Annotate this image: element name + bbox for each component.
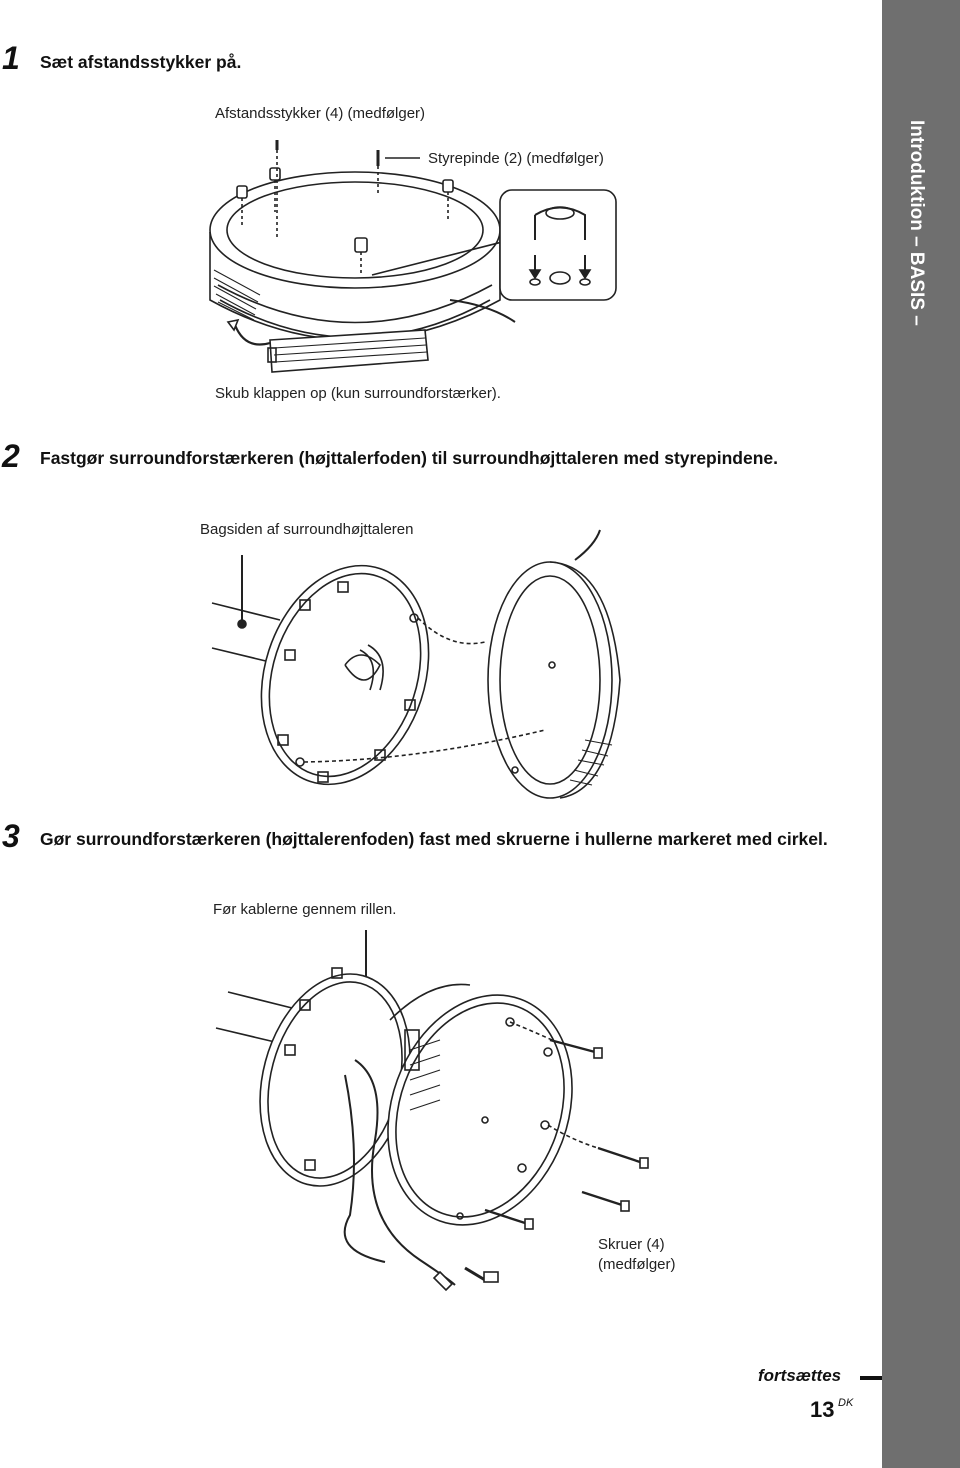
step-3-number: 3 xyxy=(2,818,20,854)
amplifier-figure-1 xyxy=(209,140,617,373)
continue-text: fortsættes xyxy=(758,1366,842,1385)
screws-label-line2: (medfølger) xyxy=(598,1256,676,1273)
step-1-text: Sæt afstandsstykker på. xyxy=(40,52,242,72)
push-arrow xyxy=(233,324,271,346)
spacers-label: Afstandsstykker (4) (medfølger) xyxy=(215,105,426,122)
screw-figure-3 xyxy=(215,930,649,1292)
back-side-label: Bagsiden af surroundhøjttaleren xyxy=(200,521,414,538)
page-number: 13 xyxy=(810,1397,835,1422)
step-3-text: Gør surroundforstærkeren (højttalerenfod… xyxy=(40,829,828,849)
attach-figure-2 xyxy=(211,529,621,799)
step-2-text: Fastgør surroundforstærkeren (højttalerf… xyxy=(40,448,778,468)
guide-pins-label: Styrepinde (2) (medfølger) xyxy=(428,150,604,167)
flap-panel xyxy=(267,329,429,373)
screws-label-line1: Skruer (4) xyxy=(598,1236,665,1253)
section-title: Introduktion – BASIS – xyxy=(906,120,927,326)
screws xyxy=(484,1038,649,1230)
step-2-number: 2 xyxy=(2,438,20,474)
step-1-number: 1 xyxy=(2,40,20,76)
continue-rule xyxy=(860,1376,882,1380)
page-suffix: DK xyxy=(838,1397,854,1409)
section-sidebar xyxy=(882,0,960,1468)
cables-label: Før kablerne gennem rillen. xyxy=(213,901,397,918)
flap-label: Skub klappen op (kun surroundforstærker)… xyxy=(215,385,501,402)
